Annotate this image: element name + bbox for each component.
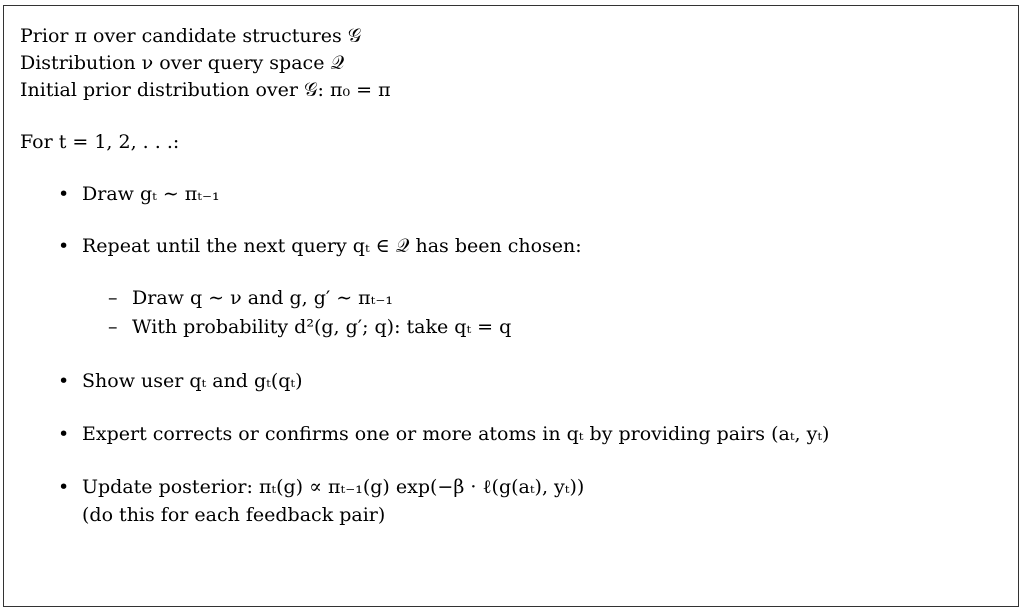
step-update-posterior: Update posterior: πₜ(g) ∝ πₜ₋₁(g) exp(−β… (82, 476, 585, 498)
dash-1: – (108, 287, 118, 309)
update-note: (do this for each feedback pair) (82, 504, 386, 526)
step-draw-g: Draw gₜ ∼ πₜ₋₁ (82, 183, 220, 205)
initial-prior-line: Initial prior distribution over 𝒢: π₀ = … (20, 79, 391, 101)
step-expert-corrects: Expert corrects or confirms one or more … (82, 423, 830, 445)
bullet-5: • (58, 476, 70, 498)
bullet-3: • (58, 370, 70, 392)
loop-header: For t = 1, 2, . . .: (20, 131, 180, 153)
substep-draw-q: Draw q ∼ ν and g, g′ ∼ πₜ₋₁ (132, 287, 393, 309)
algorithm-box: Prior π over candidate structures 𝒢 Dist… (3, 5, 1019, 607)
step-show-user: Show user qₜ and gₜ(qₜ) (82, 370, 303, 392)
bullet-2: • (58, 235, 70, 257)
bullet-4: • (58, 423, 70, 445)
substep-probability: With probability d²(g, g′; q): take qₜ =… (132, 316, 512, 338)
bullet-1: • (58, 183, 70, 205)
dash-2: – (108, 316, 118, 338)
distribution-line: Distribution ν over query space 𝒬 (20, 52, 345, 74)
step-repeat: Repeat until the next query qₜ ∈ 𝒬 has b… (82, 235, 582, 257)
prior-line: Prior π over candidate structures 𝒢 (20, 25, 362, 47)
